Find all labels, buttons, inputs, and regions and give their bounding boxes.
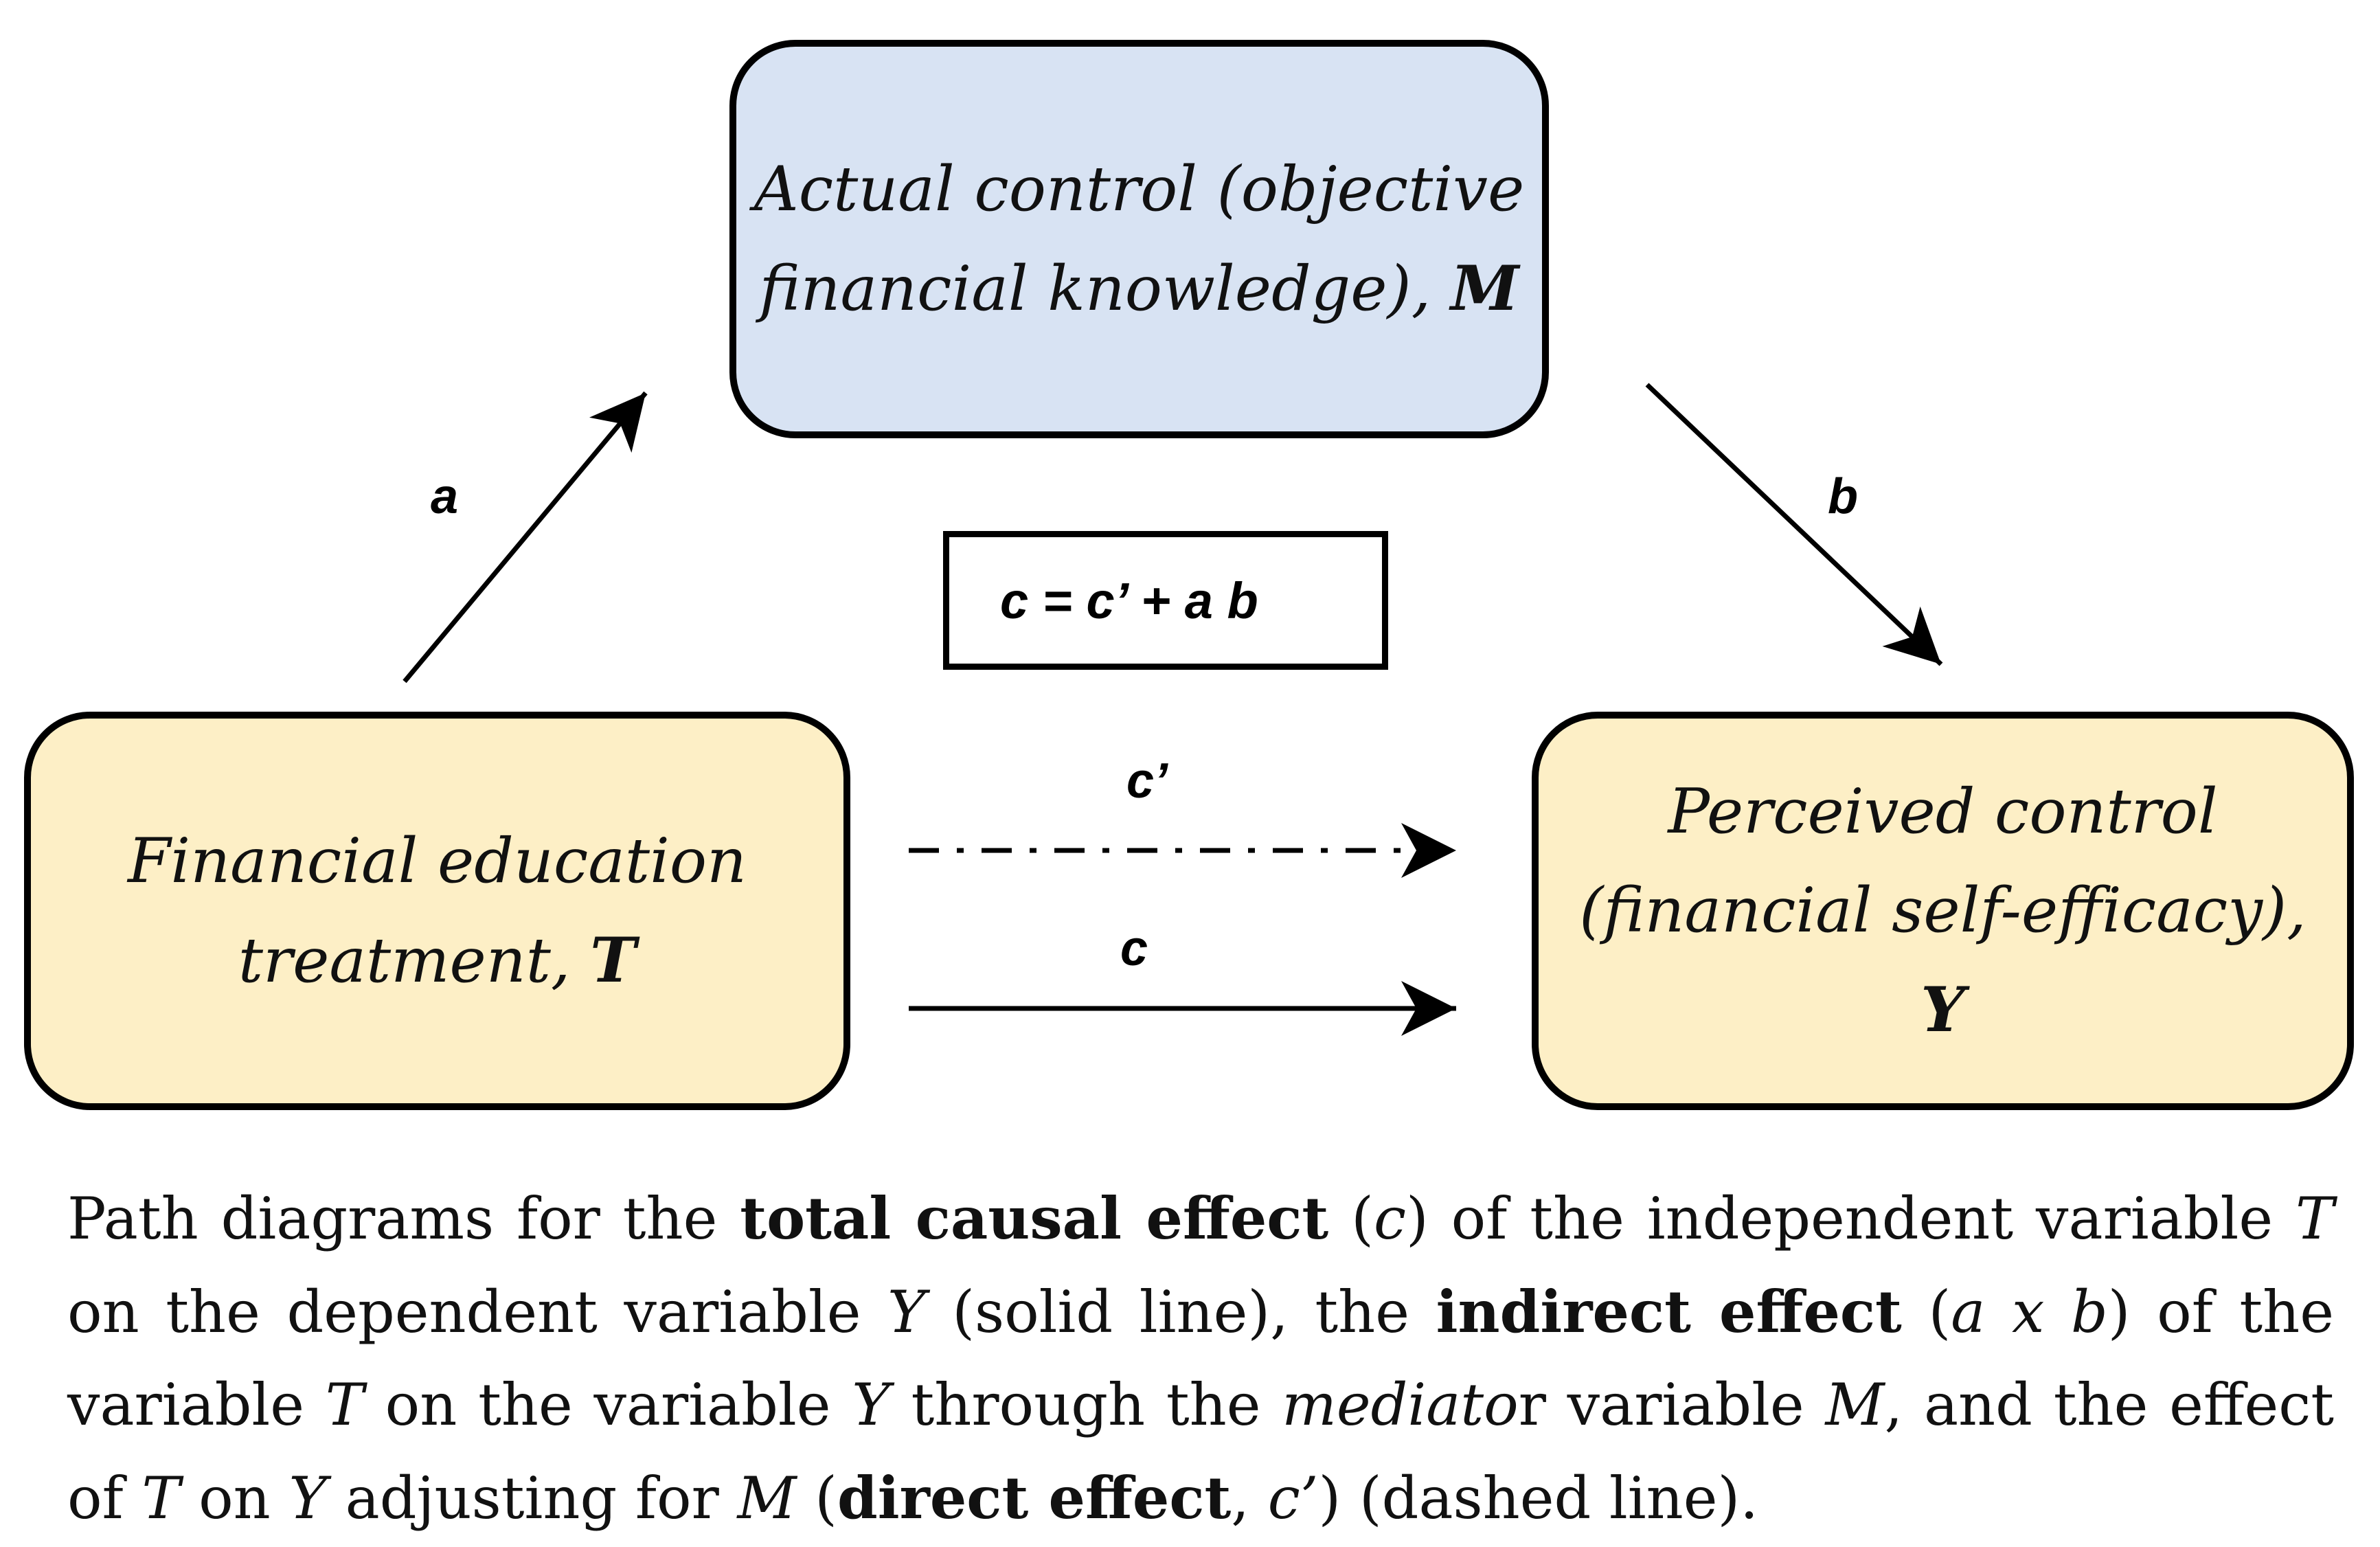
caption-symbol-t: T [141, 1465, 181, 1532]
caption-text: ) of the independent variable [1405, 1185, 2296, 1252]
figure-caption: Path diagrams for the total causal effec… [67, 1172, 2334, 1545]
caption-text: (solid line), the [925, 1278, 1436, 1346]
caption-bold-direct-effect: direct effect [837, 1464, 1232, 1532]
caption-text: ) (dashed line). [1318, 1465, 1758, 1532]
mediator-node: Actual control (objective financial know… [729, 40, 1549, 438]
caption-text: on [180, 1465, 289, 1532]
caption-symbol-m: M [1825, 1371, 1885, 1438]
mediator-line1: Actual control (objective [753, 153, 1525, 225]
caption-bold-indirect-effect: indirect effect [1436, 1278, 1902, 1346]
caption-symbol-y: Y [288, 1465, 327, 1532]
treatment-line2: treatment, [238, 924, 591, 997]
caption-bold-total-causal-effect: total causal effect [740, 1184, 1329, 1252]
caption-symbol-c: c [1373, 1185, 1406, 1252]
caption-symbol-m: M [737, 1465, 797, 1532]
arrow-a [403, 391, 648, 684]
equation-text: c = c’ + a b [1000, 572, 1258, 629]
outcome-symbol: Y [1920, 973, 1965, 1046]
caption-symbol-y: Y [887, 1278, 926, 1346]
caption-text: on the variable [363, 1371, 852, 1438]
treatment-line1: Financial education [127, 824, 747, 897]
path-label-b: b [1828, 469, 1858, 524]
caption-text: ) of the variable [67, 1278, 2334, 1438]
outcome-node: Perceived control (financial self-effica… [1532, 712, 2354, 1110]
treatment-node: Financial education treatment, T [24, 712, 850, 1110]
path-label-c-prime: c’ [1126, 754, 1168, 809]
caption-text: ( [1328, 1185, 1374, 1252]
caption-symbol-t: T [325, 1371, 364, 1438]
path-label-a: a [431, 469, 459, 524]
caption-symbol-y: Y [852, 1371, 890, 1438]
caption-italic-mediato: mediato [1282, 1371, 1519, 1438]
caption-text: ( [1901, 1278, 1951, 1346]
caption-text: Path diagrams for the [67, 1185, 740, 1252]
caption-text: r variable [1518, 1371, 1826, 1438]
mediator-line2: financial knowledge), [759, 252, 1451, 325]
caption-symbol-axb: a x b [1951, 1278, 2108, 1346]
treatment-symbol: T [590, 923, 637, 997]
caption-text: on the dependent variable [67, 1278, 888, 1346]
caption-symbol-c-prime: c’ [1267, 1465, 1319, 1532]
caption-text: through the [889, 1371, 1282, 1438]
equation-box: c = c’ + a b [943, 531, 1388, 670]
outcome-line1: Perceived control [1668, 775, 2218, 848]
caption-text: adjusting for [326, 1465, 738, 1532]
mediator-symbol: M [1450, 251, 1519, 325]
caption-text: , [1231, 1465, 1268, 1532]
caption-symbol-t: T [2295, 1185, 2334, 1252]
path-label-c: c [1120, 921, 1148, 976]
arrow-b [1645, 383, 1943, 666]
outcome-line2: (financial self-efficacy), [1579, 874, 2307, 947]
caption-text: ( [796, 1465, 837, 1532]
caption-text: , and the effect of [67, 1371, 2335, 1532]
